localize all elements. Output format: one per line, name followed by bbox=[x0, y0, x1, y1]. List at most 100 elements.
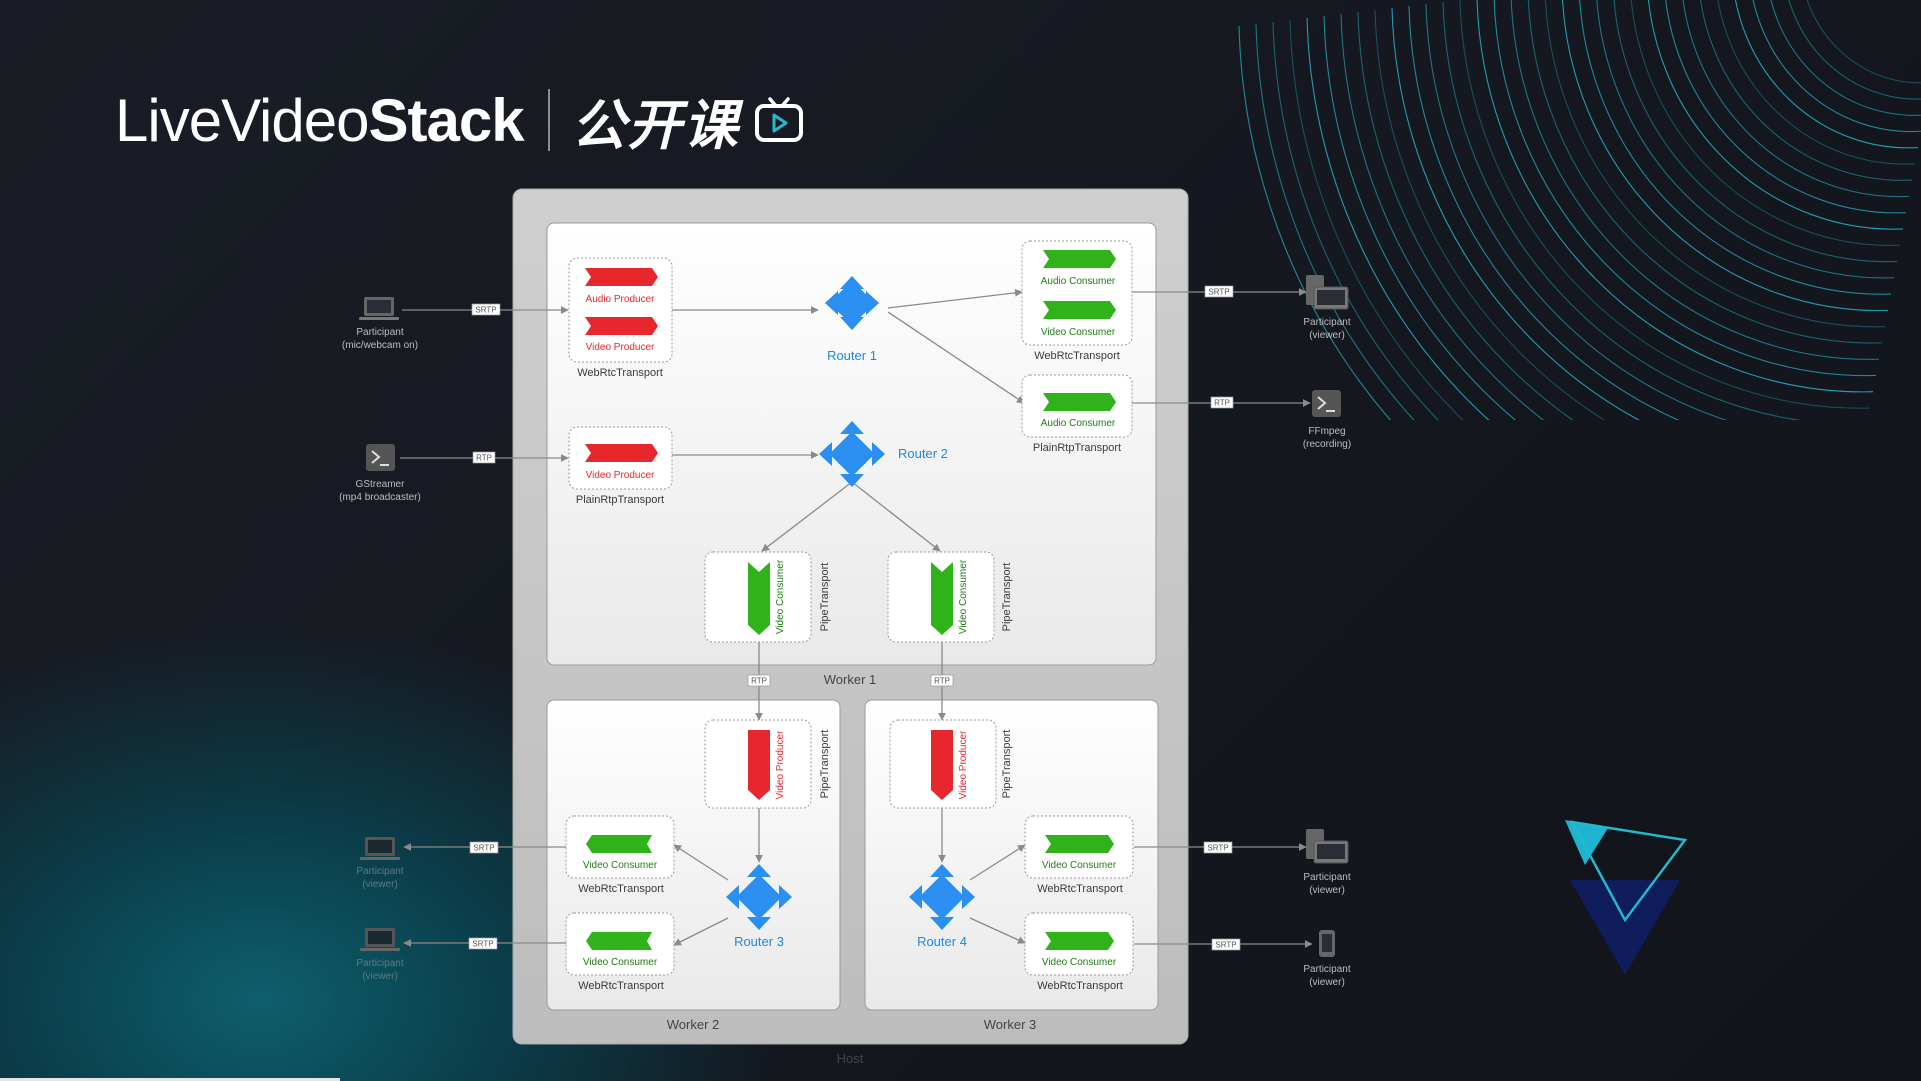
svg-text:Video Consumer: Video Consumer bbox=[958, 559, 969, 634]
swirl-line bbox=[1289, 19, 1464, 420]
swirl-line bbox=[1579, 0, 1892, 295]
webrtc-transport-label: WebRtcTransport bbox=[1037, 980, 1123, 992]
swirl-line bbox=[1665, 0, 1907, 214]
router-2: Router 2 bbox=[819, 421, 948, 487]
video-producer: Video Producer bbox=[585, 317, 658, 353]
worker-1-label: Worker 1 bbox=[824, 672, 877, 687]
routers: Router 1 Router 2 Router 3 Router 4 bbox=[726, 276, 975, 949]
plainrtp-transport-label: PlainRtpTransport bbox=[576, 494, 664, 506]
participant-viewer: Participant (viewer) bbox=[1303, 829, 1351, 896]
producers: Audio Producer Video Producer Video Prod… bbox=[585, 268, 969, 800]
svg-text:Video Consumer: Video Consumer bbox=[1042, 957, 1117, 968]
desktop-icon bbox=[1306, 275, 1349, 310]
rtp-tag: RTP bbox=[930, 674, 954, 687]
participant-viewer: Participant (viewer) bbox=[356, 837, 404, 890]
audio-consumer: Audio Consumer bbox=[1041, 393, 1116, 429]
swirl-line bbox=[1527, 0, 1883, 344]
swirl-line bbox=[1340, 13, 1545, 420]
srtp-tag: SRTP bbox=[1203, 841, 1233, 854]
video-consumer-vertical: Video Consumer bbox=[748, 559, 786, 635]
audio-producer: Audio Producer bbox=[585, 268, 658, 305]
svg-text:Audio Producer: Audio Producer bbox=[586, 294, 656, 305]
swirl-line bbox=[1544, 0, 1886, 328]
pipe-transport-label: PipeTransport bbox=[1001, 563, 1013, 632]
svg-text:(mp4 broadcaster): (mp4 broadcaster) bbox=[339, 492, 421, 503]
video-producer-vertical: Video Producer bbox=[748, 730, 786, 800]
svg-text:Video Consumer: Video Consumer bbox=[775, 559, 786, 634]
audio-consumer: Audio Consumer bbox=[1041, 250, 1116, 287]
svg-text:Video Producer: Video Producer bbox=[958, 730, 969, 799]
svg-text:(mic/webcam on): (mic/webcam on) bbox=[342, 340, 418, 351]
swirl-line bbox=[1613, 0, 1898, 263]
webrtc-transport-label: WebRtcTransport bbox=[577, 367, 663, 379]
router-1: Router 1 bbox=[825, 276, 879, 363]
cn-title: 公开课 bbox=[571, 95, 740, 156]
svg-text:SRTP: SRTP bbox=[475, 306, 496, 315]
svg-text:(viewer): (viewer) bbox=[362, 879, 398, 890]
swirl-line bbox=[1323, 15, 1517, 420]
svg-text:(viewer): (viewer) bbox=[1309, 330, 1345, 341]
terminal-icon bbox=[366, 444, 395, 471]
swirl-line bbox=[1255, 23, 1415, 420]
pipe-transport-label: PipeTransport bbox=[819, 563, 831, 632]
svg-text:Video Producer: Video Producer bbox=[586, 342, 655, 353]
swirl-line bbox=[1752, 0, 1921, 133]
swirl-line bbox=[1272, 21, 1439, 420]
swirl-line bbox=[1788, 0, 1921, 100]
logo-separator bbox=[547, 89, 550, 151]
svg-text:Video Consumer: Video Consumer bbox=[1041, 327, 1116, 338]
srtp-tag: SRTP bbox=[1211, 938, 1241, 951]
rtp-tag: RTP bbox=[1210, 396, 1234, 409]
srtp-tag: SRTP bbox=[469, 841, 499, 854]
pipe-transport-label: PipeTransport bbox=[1001, 730, 1013, 799]
svg-text:(viewer): (viewer) bbox=[362, 971, 398, 982]
host-label: Host bbox=[837, 1051, 864, 1066]
participant-viewer: Participant (viewer) bbox=[356, 928, 404, 982]
svg-text:Video Producer: Video Producer bbox=[775, 730, 786, 799]
plainrtp-transport-label: PlainRtpTransport bbox=[1033, 442, 1121, 454]
decorative-triangles bbox=[1565, 820, 1688, 975]
swirl-line bbox=[1630, 0, 1901, 246]
swirl-line bbox=[1682, 0, 1910, 198]
video-producer: Video Producer bbox=[585, 444, 658, 481]
svg-text:SRTP: SRTP bbox=[472, 940, 493, 949]
participant-viewer: Participant (viewer) bbox=[1303, 275, 1351, 341]
swirl-line bbox=[1510, 0, 1880, 360]
swirl-line bbox=[1700, 0, 1913, 181]
svg-text:Video Consumer: Video Consumer bbox=[583, 860, 658, 871]
worker-3-label: Worker 3 bbox=[984, 1017, 1037, 1032]
protocol-tags: SRTP RTP SRTP RTP RTP RTP SRTP SRTP SRTP… bbox=[468, 285, 1241, 951]
desktop-icon bbox=[1306, 829, 1349, 864]
webrtc-transport-label: WebRtcTransport bbox=[578, 883, 664, 895]
router-3-label: Router 3 bbox=[734, 934, 784, 949]
video-consumer: Video Consumer bbox=[1042, 835, 1117, 871]
swirl-line bbox=[1596, 0, 1895, 279]
svg-text:Participant: Participant bbox=[356, 327, 403, 338]
brand-suffix: Stack bbox=[368, 86, 524, 154]
webrtc-transport-label: WebRtcTransport bbox=[1034, 350, 1120, 362]
webrtc-transport-label: WebRtcTransport bbox=[578, 980, 664, 992]
svg-text:Audio Consumer: Audio Consumer bbox=[1041, 276, 1116, 287]
video-consumer-vertical: Video Consumer bbox=[931, 559, 969, 635]
swirl-line bbox=[1391, 7, 1641, 420]
svg-text:RTP: RTP bbox=[934, 677, 950, 686]
swirl-line bbox=[1493, 0, 1877, 377]
endpoints: Participant (mic/webcam on) GStreamer (m… bbox=[339, 275, 1351, 988]
bottom-progress-line bbox=[0, 1078, 340, 1081]
svg-text:Audio Consumer: Audio Consumer bbox=[1041, 418, 1116, 429]
video-consumer: Video Consumer bbox=[1042, 932, 1117, 968]
svg-text:SRTP: SRTP bbox=[1215, 941, 1236, 950]
svg-text:RTP: RTP bbox=[476, 454, 492, 463]
svg-text:SRTP: SRTP bbox=[473, 844, 494, 853]
decorative-swirl-lines bbox=[1238, 0, 1921, 420]
svg-text:(recording): (recording) bbox=[1303, 439, 1351, 450]
swirl-line bbox=[1408, 5, 1680, 420]
swirl-line bbox=[1425, 3, 1728, 420]
rtp-tag: RTP bbox=[472, 451, 496, 464]
webrtc-transport-label: WebRtcTransport bbox=[1037, 883, 1123, 895]
swirl-line bbox=[1734, 0, 1919, 149]
participant-viewer: Participant (viewer) bbox=[1303, 930, 1351, 988]
